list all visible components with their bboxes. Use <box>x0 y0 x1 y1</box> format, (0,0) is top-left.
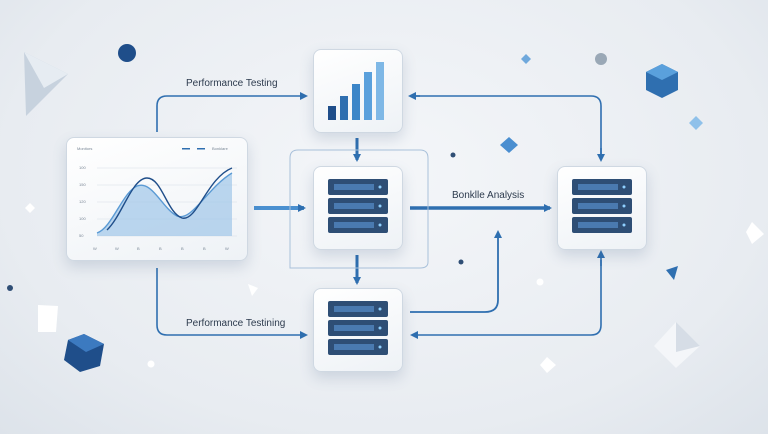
svg-text:B: B <box>159 246 162 251</box>
svg-text:120: 120 <box>79 199 86 204</box>
svg-text:150: 150 <box>79 182 86 187</box>
dashboard-title: Monitors <box>77 146 92 151</box>
svg-text:100: 100 <box>79 216 86 221</box>
arrow-analysis-to-bottom <box>410 260 602 339</box>
dashboard-legend: Bonklare <box>212 146 229 151</box>
arrow-bottom-to-analysis <box>410 230 502 313</box>
database-server-card <box>313 288 403 372</box>
server-rack-icon <box>328 301 388 355</box>
arrow-dashboard-to-chart <box>156 92 308 132</box>
svg-text:B: B <box>203 246 206 251</box>
svg-text:B: B <box>181 246 184 251</box>
analysis-server-card <box>557 166 647 250</box>
bar-chart-card <box>313 49 403 133</box>
svg-text:100: 100 <box>79 165 86 170</box>
svg-text:B: B <box>137 246 140 251</box>
svg-text:W: W <box>115 246 119 251</box>
bar-chart-icon <box>328 62 384 120</box>
label-analysis: Bonklle Analysis <box>452 190 525 201</box>
arrow-dashboard-to-bottom <box>156 268 308 339</box>
svg-text:W: W <box>93 246 97 251</box>
dashboard-card: Monitors Bonklare 100 150 120 100 50 W W B B B… <box>66 137 248 261</box>
app-server-card <box>313 166 403 250</box>
server-rack-icon <box>328 179 388 233</box>
svg-text:W: W <box>225 246 229 251</box>
label-performance-testing-bottom: Performance Testining <box>186 318 286 329</box>
line-chart-thumbnail: Monitors Bonklare 100 150 120 100 50 W W B B B… <box>77 146 237 251</box>
server-rack-icon <box>572 179 632 233</box>
arrow-loop-to-chart <box>412 95 602 158</box>
label-performance-testing-top: Performance Testing <box>186 78 278 89</box>
svg-text:50: 50 <box>79 233 84 238</box>
